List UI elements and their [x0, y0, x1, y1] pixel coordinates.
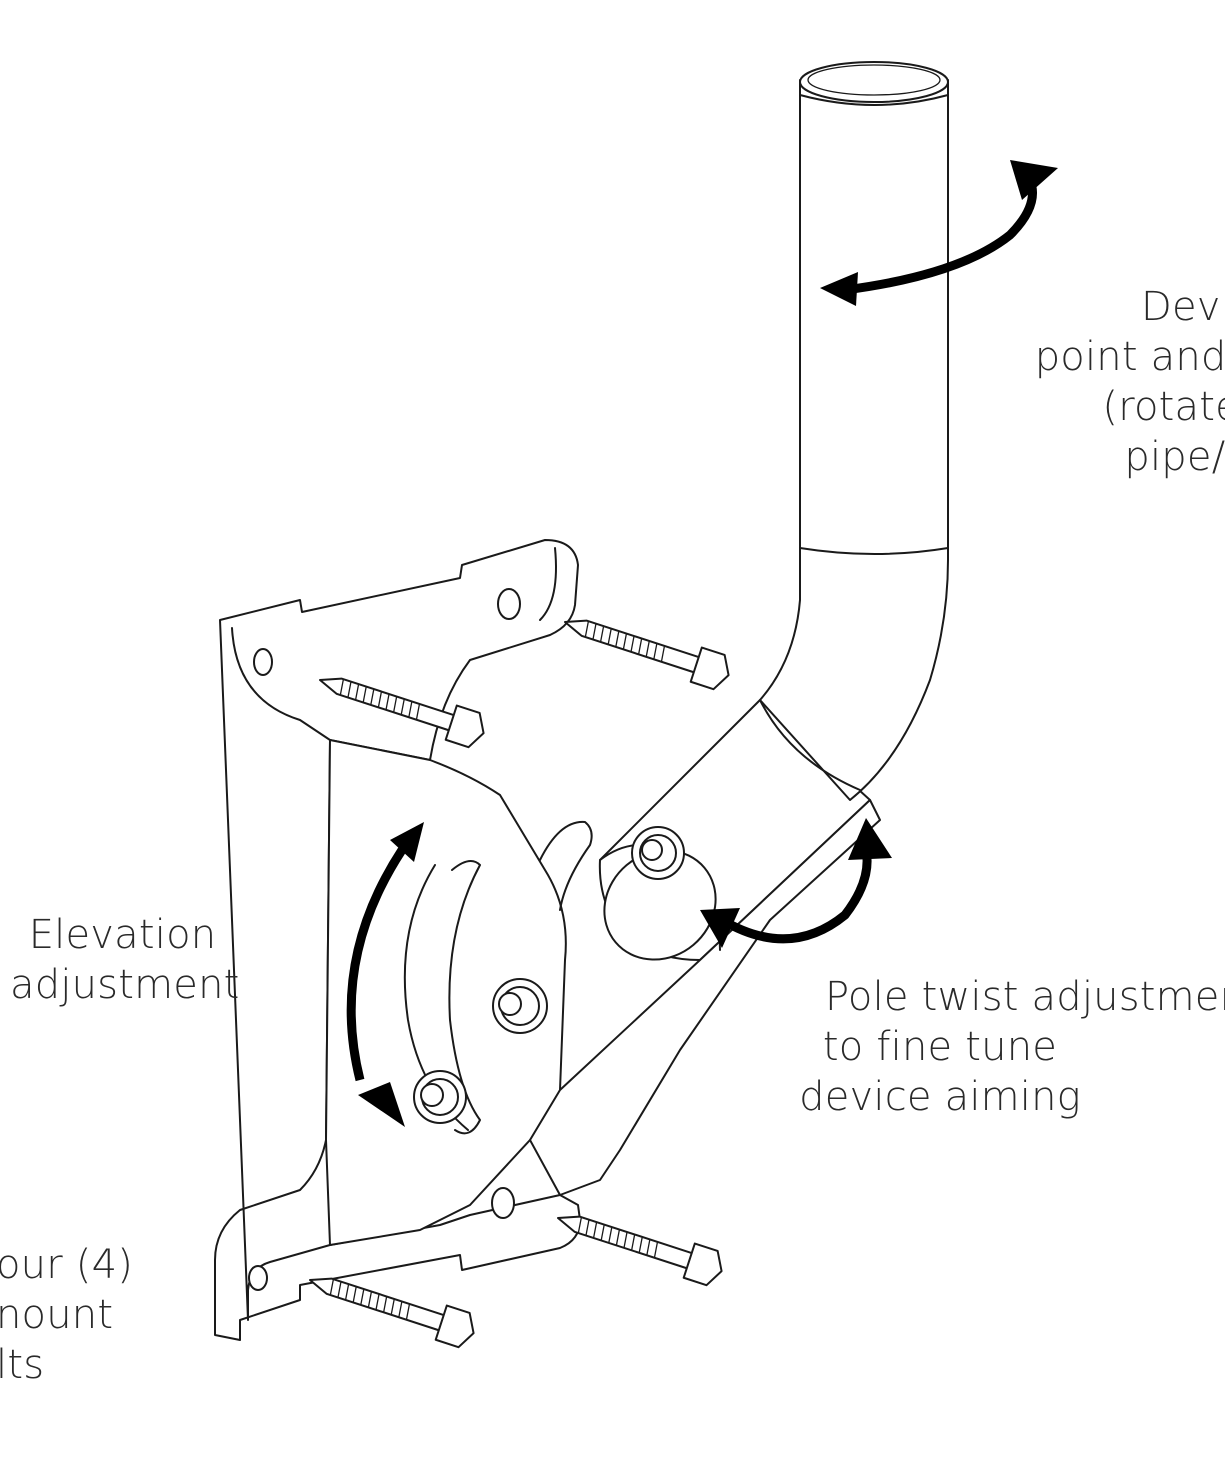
pipe: [759, 61, 949, 801]
callout-line: adjustment: [10, 962, 240, 1008]
callout-line: our (4): [0, 1242, 134, 1288]
bolts-callout: our (4) nount lts: [0, 1240, 156, 1390]
callout-line: nount: [0, 1292, 114, 1338]
elevation-callout: Elevation adjustment: [10, 910, 240, 1010]
twist-arrow: [700, 818, 892, 948]
lag-bolt: [564, 619, 730, 691]
lag-bolt: [557, 1215, 723, 1287]
callout-line: pipe/ho: [1124, 434, 1225, 480]
callout-line: lts: [0, 1342, 45, 1388]
callout-line: device aiming: [799, 1074, 1081, 1120]
lag-bolt: [309, 1277, 475, 1349]
callout-line: point and az: [1034, 334, 1225, 380]
callout-line: to fine tune: [822, 1024, 1058, 1070]
lag-bolt: [319, 677, 485, 749]
callout-line: Pole twist adjustment: [825, 974, 1225, 1020]
pole-arm: [529, 699, 881, 1196]
callout-line: Elevation: [28, 912, 217, 958]
elevation-arrow: [346, 822, 424, 1127]
pivot-bolt-lower: [413, 1070, 467, 1124]
azimuth-arrow: [820, 160, 1058, 306]
callout-line: Device: [1141, 284, 1225, 330]
wall-plate: [214, 539, 581, 1341]
azimuth-callout: Device point and az (rotate a pipe/ho: [995, 282, 1225, 482]
pivot-bolt-upper: [631, 826, 685, 880]
pivot-bolt-center: [492, 978, 548, 1034]
callout-line: (rotate a: [1102, 384, 1225, 430]
pole-twist-callout: Pole twist adjustment to fine tune devic…: [799, 972, 1225, 1122]
